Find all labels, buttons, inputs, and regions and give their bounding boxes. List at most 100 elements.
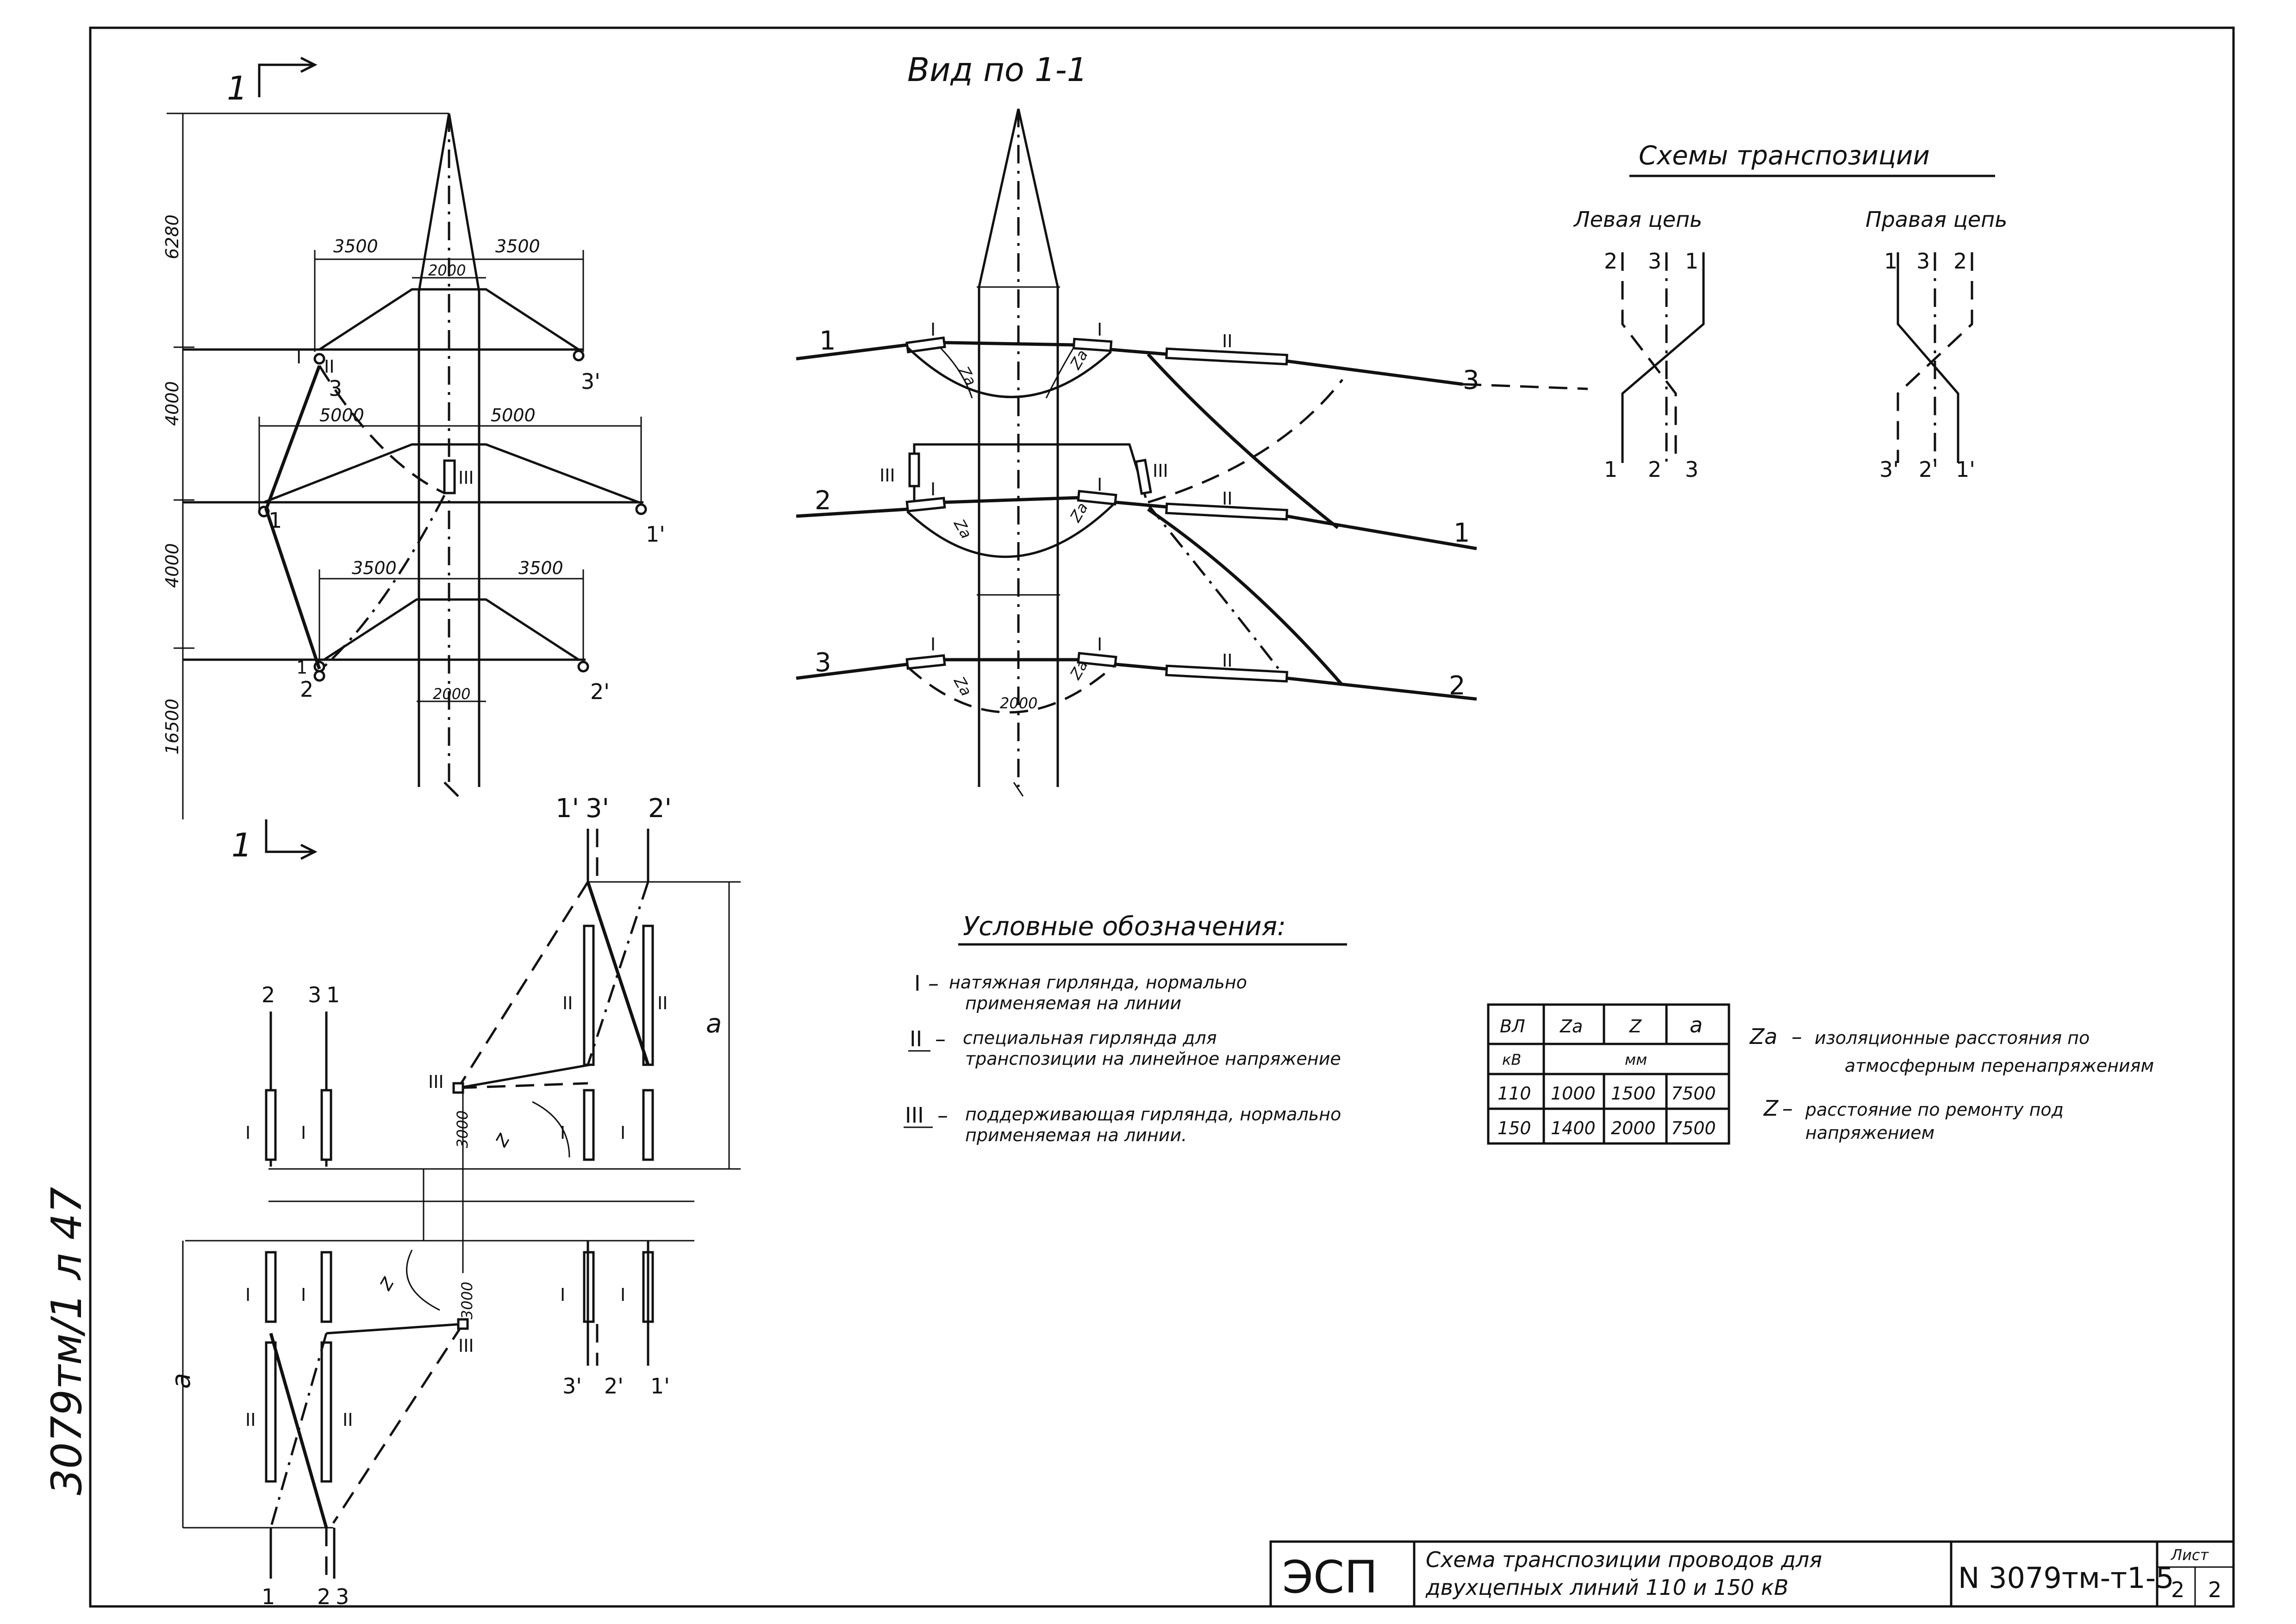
title-sheet-num: 2 <box>2171 1577 2184 1602</box>
center-garland-I-3l: I <box>930 634 936 655</box>
table-r1-c1: 110 <box>1497 1083 1531 1104</box>
title-org: ЭСП <box>1282 1551 1378 1603</box>
table-r2-c3: 2000 <box>1611 1118 1656 1138</box>
center-wire-left-1: 1 <box>819 326 836 356</box>
dim-top-left-3500: 3500 <box>333 236 378 256</box>
legend-mark-3: III <box>905 1103 924 1128</box>
plan-garland-I-lr-l: I <box>560 1285 565 1305</box>
plan-garland-II-ll-r: II <box>343 1410 353 1430</box>
dim-top-right-3500: 3500 <box>495 236 540 256</box>
center-garland-I-2r: I <box>1097 475 1102 495</box>
legend-title: Условные обозначения: <box>963 912 1286 942</box>
plan-garland-II-ur-r: II <box>657 993 668 1013</box>
plan-garland-I-ul-r: I <box>301 1123 306 1143</box>
left-chain-top-2: 2 <box>1604 249 1617 274</box>
dim-16500: 16500 <box>162 699 182 755</box>
note-sym-1: Zа <box>1749 1024 1778 1049</box>
dim-bot-right-3500: 3500 <box>518 558 563 578</box>
center-garland-I-1l: I <box>930 319 936 340</box>
phase-bot-left: 2 <box>300 677 313 702</box>
right-chain-bot-2p: 2' <box>1919 457 1938 482</box>
right-chain-top-1: 1 <box>1884 249 1897 274</box>
right-chain-bot-1p: 1' <box>1956 457 1975 482</box>
table-head-z: Z <box>1629 1016 1642 1037</box>
center-wire-left-3: 3 <box>815 648 831 678</box>
transposition-title: Схемы транспозиции <box>1639 141 1930 171</box>
table-r2-c4: 7500 <box>1671 1118 1716 1138</box>
left-chain-bot-2: 2 <box>1648 457 1661 482</box>
dim-mid-right-5000: 5000 <box>491 405 536 425</box>
left-chain-top-3: 3 <box>1648 249 1661 274</box>
dim-4000-b: 4000 <box>162 543 182 588</box>
garland-label-top-left-2: II <box>324 356 334 377</box>
right-chain-title: Правая цепь <box>1866 207 2007 232</box>
plan-garland-I-ur-l: I <box>560 1123 565 1143</box>
center-wire-right-3: 3 <box>1463 365 1479 395</box>
plan-left-top-2: 2 <box>262 982 275 1007</box>
title-block: ЭСП Схема транспозиции проводов для двух… <box>1269 1540 2235 1608</box>
table-head-a: a <box>1690 1012 1703 1037</box>
title-sheet-label: Лист <box>2171 1546 2209 1564</box>
title-line-1: Схема транспозиции проводов для <box>1426 1547 1822 1572</box>
center-garland-III-r: III <box>1153 461 1168 481</box>
svg-text:–: – <box>1791 1024 1802 1049</box>
table-head-vl: ВЛ <box>1500 1016 1525 1037</box>
center-garland-I-2l: I <box>930 479 936 500</box>
phase-top-right: 3' <box>581 369 600 394</box>
phase-mid-right: 1' <box>646 522 665 547</box>
svg-text:–: – <box>935 1026 946 1051</box>
title-code: N 3079тм-т1-5 <box>1958 1561 2174 1595</box>
table-r1-c3: 1500 <box>1611 1083 1656 1104</box>
garland-label-top-left: I <box>296 347 301 368</box>
plan-dim-a-upper: a <box>706 1009 722 1039</box>
legend: Условные обозначения: I – натяжная гирля… <box>904 912 1347 1145</box>
left-chain-top-1: 1 <box>1685 249 1698 274</box>
note-text-2a: расстояние по ремонту под <box>1805 1099 2064 1120</box>
center-wire-right-2: 2 <box>1449 671 1466 701</box>
garland-label-mid-III: III <box>458 468 474 488</box>
title-sheets-total: 2 <box>2208 1577 2221 1602</box>
legend-mark-1: I <box>914 971 921 996</box>
center-wire-right-1: 1 <box>1454 518 1470 548</box>
note-text-1a: изоляционные расстояния по <box>1815 1028 2090 1048</box>
plan-bot-left-3: 3 <box>336 1584 349 1609</box>
dim-mid-left-5000: 5000 <box>319 405 364 425</box>
plan-top-2p: 2' <box>648 793 672 824</box>
plan-top-3p: 3' <box>586 793 609 824</box>
title-line-2: двухцепных линий 110 и 150 кВ <box>1425 1575 1789 1600</box>
plan-left-top-3: 3 <box>308 982 321 1007</box>
plan-bot-right-3p: 3' <box>562 1374 582 1399</box>
legend-text-1a: натяжная гирлянда, нормально <box>949 972 1247 993</box>
plan-view: 1' 3' 2' a II II III 3000 z I I 2 <box>166 793 741 1609</box>
center-garland-II-1: II <box>1222 331 1232 351</box>
note-text-1b: атмосферным перенапряжениям <box>1845 1056 2154 1076</box>
table-unit-mm: мм <box>1625 1051 1647 1068</box>
plan-dim-a-lower: a <box>166 1373 196 1389</box>
plan-garland-I-ur-r: I <box>620 1123 625 1143</box>
notes: Zа – изоляционные расстояния по атмосфер… <box>1749 1024 2154 1143</box>
table-r2-c2: 1400 <box>1551 1118 1596 1138</box>
table-r1-c4: 7500 <box>1671 1083 1716 1104</box>
center-wire-left-2: 2 <box>815 486 831 516</box>
plan-garland-III-upper: III <box>428 1072 444 1092</box>
parameters-table: ВЛ Zа Z a кВ мм 110 1000 1500 7500 150 1… <box>1487 1003 1730 1145</box>
transposition-schemes: Схемы транспозиции Левая цепь 2 3 1 1 2 … <box>1573 141 2007 482</box>
side-stamp: 3079тм/1 л 47 <box>43 1187 91 1495</box>
left-chain-bot-3: 3 <box>1685 457 1698 482</box>
svg-text:–: – <box>1782 1096 1793 1121</box>
plan-garland-III-lower: III <box>458 1336 474 1356</box>
plan-garland-II-ll-l: II <box>245 1410 256 1430</box>
left-chain-bot-1: 1 <box>1604 457 1617 482</box>
section-mark-bottom: 1 <box>231 826 252 864</box>
right-chain-bot-3p: 3' <box>1879 457 1899 482</box>
plan-garland-I-ll-l: I <box>245 1285 250 1305</box>
dim-6280: 6280 <box>162 214 182 259</box>
center-garland-I-3r: I <box>1097 634 1102 655</box>
svg-text:–: – <box>937 1103 948 1128</box>
center-dim-2000: 2000 <box>1000 694 1037 712</box>
svg-text:–: – <box>928 971 939 996</box>
dim-4000-a: 4000 <box>162 381 182 426</box>
note-sym-2: Z <box>1763 1096 1779 1121</box>
plan-top-1p: 1' <box>555 793 579 824</box>
